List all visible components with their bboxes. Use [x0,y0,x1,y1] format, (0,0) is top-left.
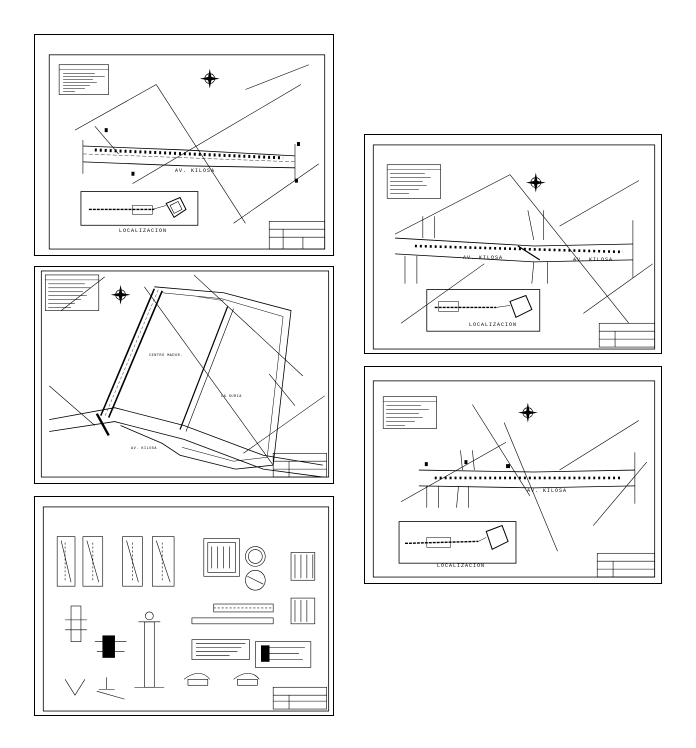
title-block [268,221,326,250]
title-block [598,322,655,348]
legend-box [58,64,109,95]
road-alignment [82,140,296,182]
sheet-2-plan [40,270,330,478]
sheet-4-plan [372,144,656,350]
road-alignment [395,210,634,284]
north-arrow-icon [199,68,220,89]
north-arrow-icon [525,172,546,193]
location-label: LOCALIZACION [119,228,168,234]
drawing-sheet-5: AV. KILOSA LOCALIZACION [364,366,662,584]
drawing-sheet-3 [34,496,334,716]
drawing-sheet-2: CENTRO MADUR. LA SURIA AV. KILOSA [34,266,334,484]
street-label: AV. KILOSA [131,447,158,451]
north-arrow-icon [517,402,538,423]
drawing-sheet-4: AV. KILOSA AV. KILOSA LOCALIZACION [364,134,662,354]
legend-box [386,164,441,199]
detail-sections [56,536,316,686]
title-block [596,552,655,578]
site-label-2: LA SURIA [221,395,242,399]
sheet-1-plan [48,54,326,250]
north-arrow-icon [110,284,131,305]
location-label: LOCALIZACION [437,563,486,569]
street-label-2: AV. KILOSA [573,257,614,263]
location-inset [398,521,517,564]
drawing-sheet-1: AV. KILOSA LOCALIZACION [34,34,334,256]
road-alignment [418,450,636,508]
site-label-1: CENTRO MADUR. [149,354,183,358]
parcel-outline [120,286,292,470]
street-label: AV. KILOSA [527,488,568,494]
legend-box [382,396,438,429]
legend-box [44,274,100,311]
sheet-3-details [42,506,330,712]
street-label-1: AV. KILOSA [463,255,504,261]
title-block [272,452,327,478]
location-label: LOCALIZACION [469,322,518,328]
road-alignment [49,288,323,478]
street-label: AV. KILOSA [175,168,216,174]
location-inset [80,191,199,226]
title-block [272,686,327,710]
sheet-5-plan [372,380,656,578]
